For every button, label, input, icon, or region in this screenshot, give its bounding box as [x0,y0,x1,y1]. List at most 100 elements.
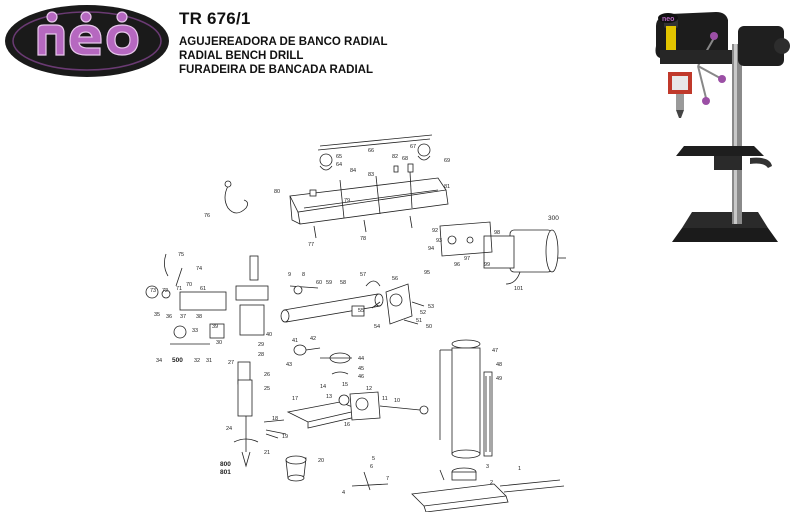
svg-text:neo: neo [662,16,674,23]
part-label: 9 [288,272,291,278]
part-label: 68 [402,156,408,162]
part-label: 800 [220,461,231,468]
part-label: 83 [368,172,374,178]
part-label: 28 [258,352,264,358]
part-label: 72 [162,288,168,294]
part-label: 84 [350,168,356,174]
part-label: 52 [420,310,426,316]
part-label: 73 [150,288,156,294]
quill-assembly [293,344,352,375]
part-label: 13 [326,394,332,400]
title-spanish: AGUJEREADORA DE BANCO RADIAL [179,36,388,48]
title-portuguese: FURADEIRA DE BANCADA RADIAL [179,64,374,76]
part-label: 2 [490,480,493,486]
part-label: 8 [302,272,305,278]
part-label: 61 [200,286,206,292]
part-label: 14 [320,384,326,390]
part-label: 801 [220,469,231,476]
part-label: 59 [326,280,332,286]
part-label: 51 [416,318,422,324]
part-label: 20 [318,458,324,464]
part-label: 92 [432,228,438,234]
part-label: 24 [226,426,232,432]
part-label: 26 [264,372,270,378]
base-assembly [351,467,565,512]
part-label: 27 [228,360,234,366]
chuck [285,455,307,482]
part-label: 6 [370,464,373,470]
part-label: 45 [358,366,364,372]
part-label: 12 [366,386,372,392]
part-label: 95 [424,270,430,276]
part-label: 53 [428,304,434,310]
part-label: 40 [266,332,272,338]
part-label: 25 [264,386,270,392]
part-label: 18 [272,416,278,422]
part-label: 81 [444,184,450,190]
part-label: 30 [216,340,222,346]
part-label: 60 [316,280,322,286]
part-label: 29 [258,342,264,348]
part-label: 10 [394,398,400,404]
part-label: 41 [292,338,298,344]
part-label: 55 [358,308,364,314]
exploded-parts-diagram: 66 65 64 67 68 69 82 83 84 81 80 79 77 7… [145,134,566,512]
part-label: 42 [310,336,316,342]
part-label: 49 [496,376,502,382]
part-label: 96 [454,262,460,268]
part-label: 1 [518,466,521,472]
part-label: 93 [436,238,442,244]
part-label: 47 [492,348,498,354]
part-label: 48 [496,362,502,368]
column-bracket [371,283,425,325]
part-label: 50 [426,324,432,330]
title-block: TR 676/1 AGUJEREADORA DE BANCO RADIAL RA… [179,9,388,77]
part-label: 58 [340,280,346,286]
part-label: 74 [196,266,202,272]
motor-group [439,221,566,285]
column [439,339,493,459]
part-label: 54 [374,324,380,330]
part-label: 44 [358,356,364,362]
part-label: 69 [444,158,450,164]
head-assembly [145,255,287,468]
part-label: 80 [274,189,280,195]
part-label: 4 [342,490,345,496]
part-label: 31 [206,358,212,364]
part-label: 34 [156,358,162,364]
arm-tube [280,280,384,323]
part-label: 79 [344,198,350,204]
part-label: 3 [486,464,489,470]
part-label: 33 [192,328,198,334]
part-label: 78 [360,236,366,242]
part-label: 101 [514,286,523,292]
part-label: 98 [494,230,500,236]
title-english: RADIAL BENCH DRILL [179,50,304,62]
part-label: 17 [292,396,298,402]
part-label: 39 [212,324,218,330]
part-label: 64 [336,162,342,168]
part-label: 77 [308,242,314,248]
part-label: 500 [172,357,183,364]
part-label: 46 [358,374,364,380]
part-label: 75 [178,252,184,258]
part-label: 57 [360,272,366,278]
part-label: 76 [204,213,210,219]
part-label: 300 [548,215,559,222]
part-label: 94 [428,246,434,252]
part-label: 19 [282,434,288,440]
part-label: 38 [196,314,202,320]
part-label: 67 [410,144,416,150]
part-labels: 66 65 64 67 68 69 82 83 84 81 80 79 77 7… [150,144,559,496]
neo-logo [5,5,169,77]
part-label: 56 [392,276,398,282]
part-label: 36 [166,314,172,320]
part-label: 32 [194,358,200,364]
part-label: 99 [484,262,490,268]
belt-cover-group [289,134,449,239]
part-label: 82 [392,154,398,160]
part-label: 16 [344,422,350,428]
part-label: 71 [176,286,182,292]
part-label: 7 [386,476,389,482]
part-label: 43 [286,362,292,368]
